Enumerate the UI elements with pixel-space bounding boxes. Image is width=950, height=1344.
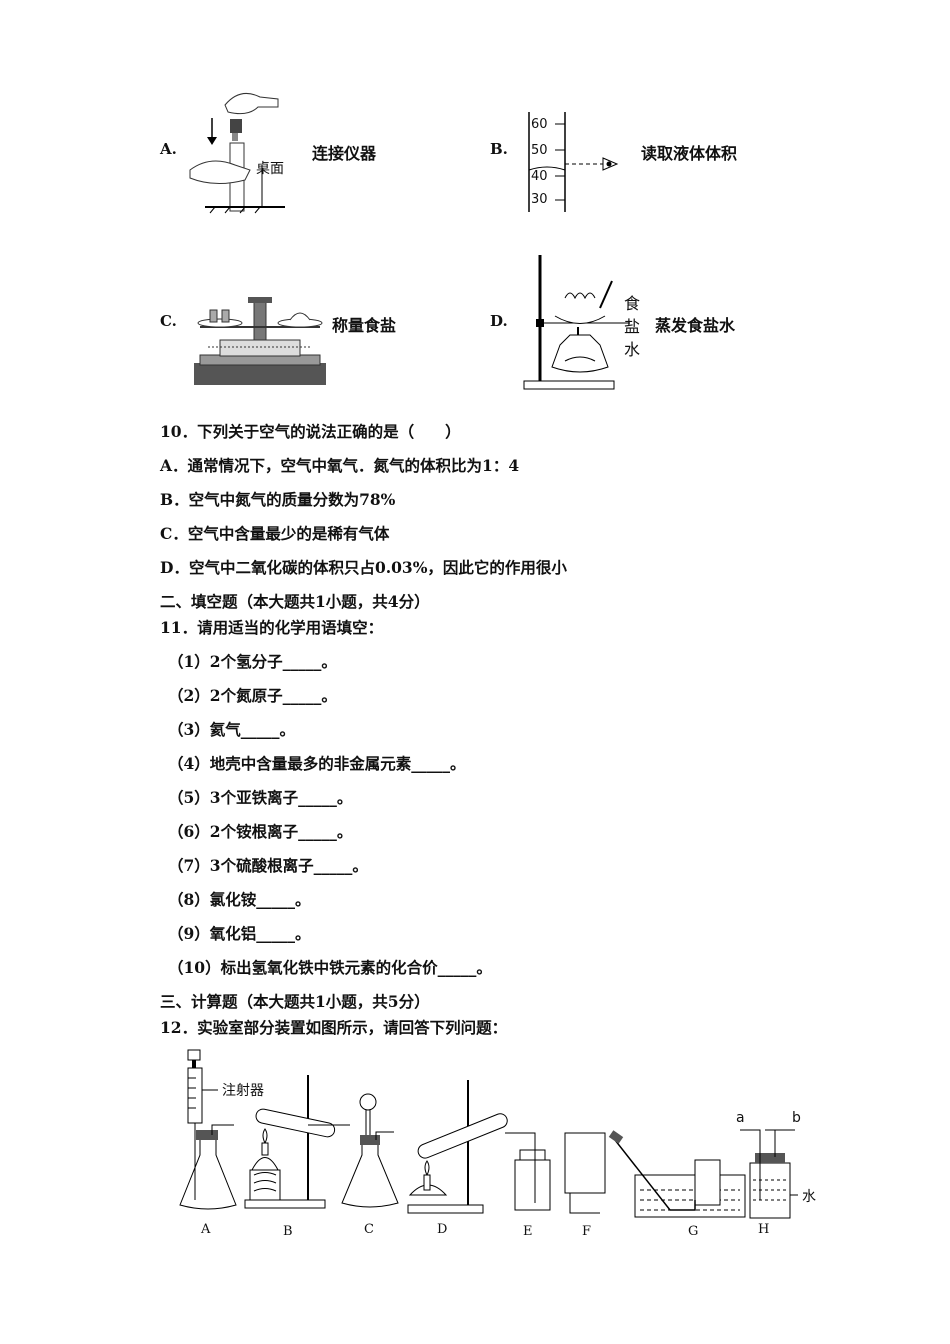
evaporation-setup-figure bbox=[523, 255, 630, 390]
section-3-heading: 三、计算题（本大题共1小题，共5分） bbox=[160, 992, 430, 1011]
q11-item-8: （8）氯化铵_____。 bbox=[168, 890, 311, 909]
tick-30: 30 bbox=[531, 192, 548, 207]
q10-option-c: C．空气中含量最少的是稀有气体 bbox=[160, 524, 390, 543]
apparatus-label-d: D bbox=[437, 1222, 448, 1237]
apparatus-g-drawing bbox=[608, 1130, 746, 1218]
graduated-cylinder-figure bbox=[528, 112, 619, 212]
option-a-letter: A. bbox=[160, 140, 177, 158]
apparatus-e-drawing bbox=[505, 1132, 551, 1211]
apparatus-label-h: H bbox=[758, 1222, 770, 1237]
apparatus-label-a: A bbox=[201, 1222, 211, 1237]
apparatus-label-c: C bbox=[364, 1222, 374, 1237]
q10-option-a: A．通常情况下，空气中氧气．氮气的体积比为1：4 bbox=[160, 456, 520, 475]
option-b-caption: 读取液体体积 bbox=[641, 144, 738, 163]
q11-item-1: （1）2个氢分子_____。 bbox=[168, 652, 337, 671]
q11-item-10: （10）标出氢氧化铁中铁元素的化合价_____。 bbox=[168, 958, 492, 977]
q11-item-5: （5）3个亚铁离子_____。 bbox=[168, 788, 353, 807]
apparatus-label-f: F bbox=[582, 1224, 592, 1239]
q11-item-6: （6）2个铵根离子_____。 bbox=[168, 822, 353, 841]
q11-item-9: （9）氧化铝_____。 bbox=[168, 924, 311, 943]
q10-option-d: D．空气中二氧化碳的体积只占0.03%，因此它的作用很小 bbox=[160, 558, 567, 577]
option-c-letter: C. bbox=[160, 312, 177, 330]
option-c-caption: 称量食盐 bbox=[332, 316, 397, 335]
section-2-heading: 二、填空题（本大题共1小题，共4分） bbox=[160, 592, 430, 611]
salt-label-3: 水 bbox=[624, 340, 641, 359]
q11-item-2: （2）2个氮原子_____。 bbox=[168, 686, 337, 705]
apparatus-c-drawing bbox=[341, 1093, 399, 1208]
q10-option-b: B．空气中氮气的质量分数为78% bbox=[160, 490, 396, 509]
q11-stem: 11．请用适当的化学用语填空： bbox=[160, 618, 384, 637]
port-b-label: b bbox=[792, 1110, 801, 1126]
apparatus-b-drawing bbox=[244, 1075, 350, 1209]
q12-stem: 12．实验室部分装置如图所示，请回答下列问题： bbox=[160, 1018, 508, 1037]
connect-instrument-figure bbox=[189, 92, 285, 214]
q11-item-3: （3）氦气_____。 bbox=[168, 720, 296, 739]
q11-item-4: （4）地壳中含量最多的非金属元素_____。 bbox=[168, 754, 466, 773]
q11-item-7: （7）3个硫酸根离子_____。 bbox=[168, 856, 368, 875]
tick-50: 50 bbox=[531, 143, 548, 158]
option-d-caption: 蒸发食盐水 bbox=[655, 316, 736, 335]
lab-apparatus-figure bbox=[179, 1049, 798, 1219]
apparatus-f-drawing bbox=[564, 1132, 606, 1214]
syringe-label: 注射器 bbox=[222, 1083, 264, 1099]
option-a-caption: 连接仪器 bbox=[312, 144, 377, 163]
apparatus-label-e: E bbox=[523, 1224, 533, 1239]
q10-stem: 10．下列关于空气的说法正确的是（ ） bbox=[160, 422, 461, 441]
apparatus-a-drawing bbox=[179, 1049, 237, 1210]
salt-label-2: 盐 bbox=[624, 317, 641, 336]
balance-scale-figure bbox=[194, 297, 326, 385]
salt-label-1: 食 bbox=[624, 294, 641, 313]
port-a-label: a bbox=[736, 1110, 745, 1126]
apparatus-label-b: B bbox=[283, 1224, 293, 1239]
tick-40: 40 bbox=[531, 169, 548, 184]
option-b-letter: B. bbox=[490, 140, 508, 158]
apparatus-d-drawing bbox=[407, 1080, 508, 1214]
option-d-letter: D. bbox=[490, 312, 508, 330]
apparatus-label-g: G bbox=[688, 1224, 699, 1239]
water-label: 水 bbox=[802, 1189, 816, 1205]
apparatus-h-drawing bbox=[740, 1129, 798, 1219]
desk-surface-label: 桌面 bbox=[256, 161, 284, 177]
tick-60: 60 bbox=[531, 117, 548, 132]
